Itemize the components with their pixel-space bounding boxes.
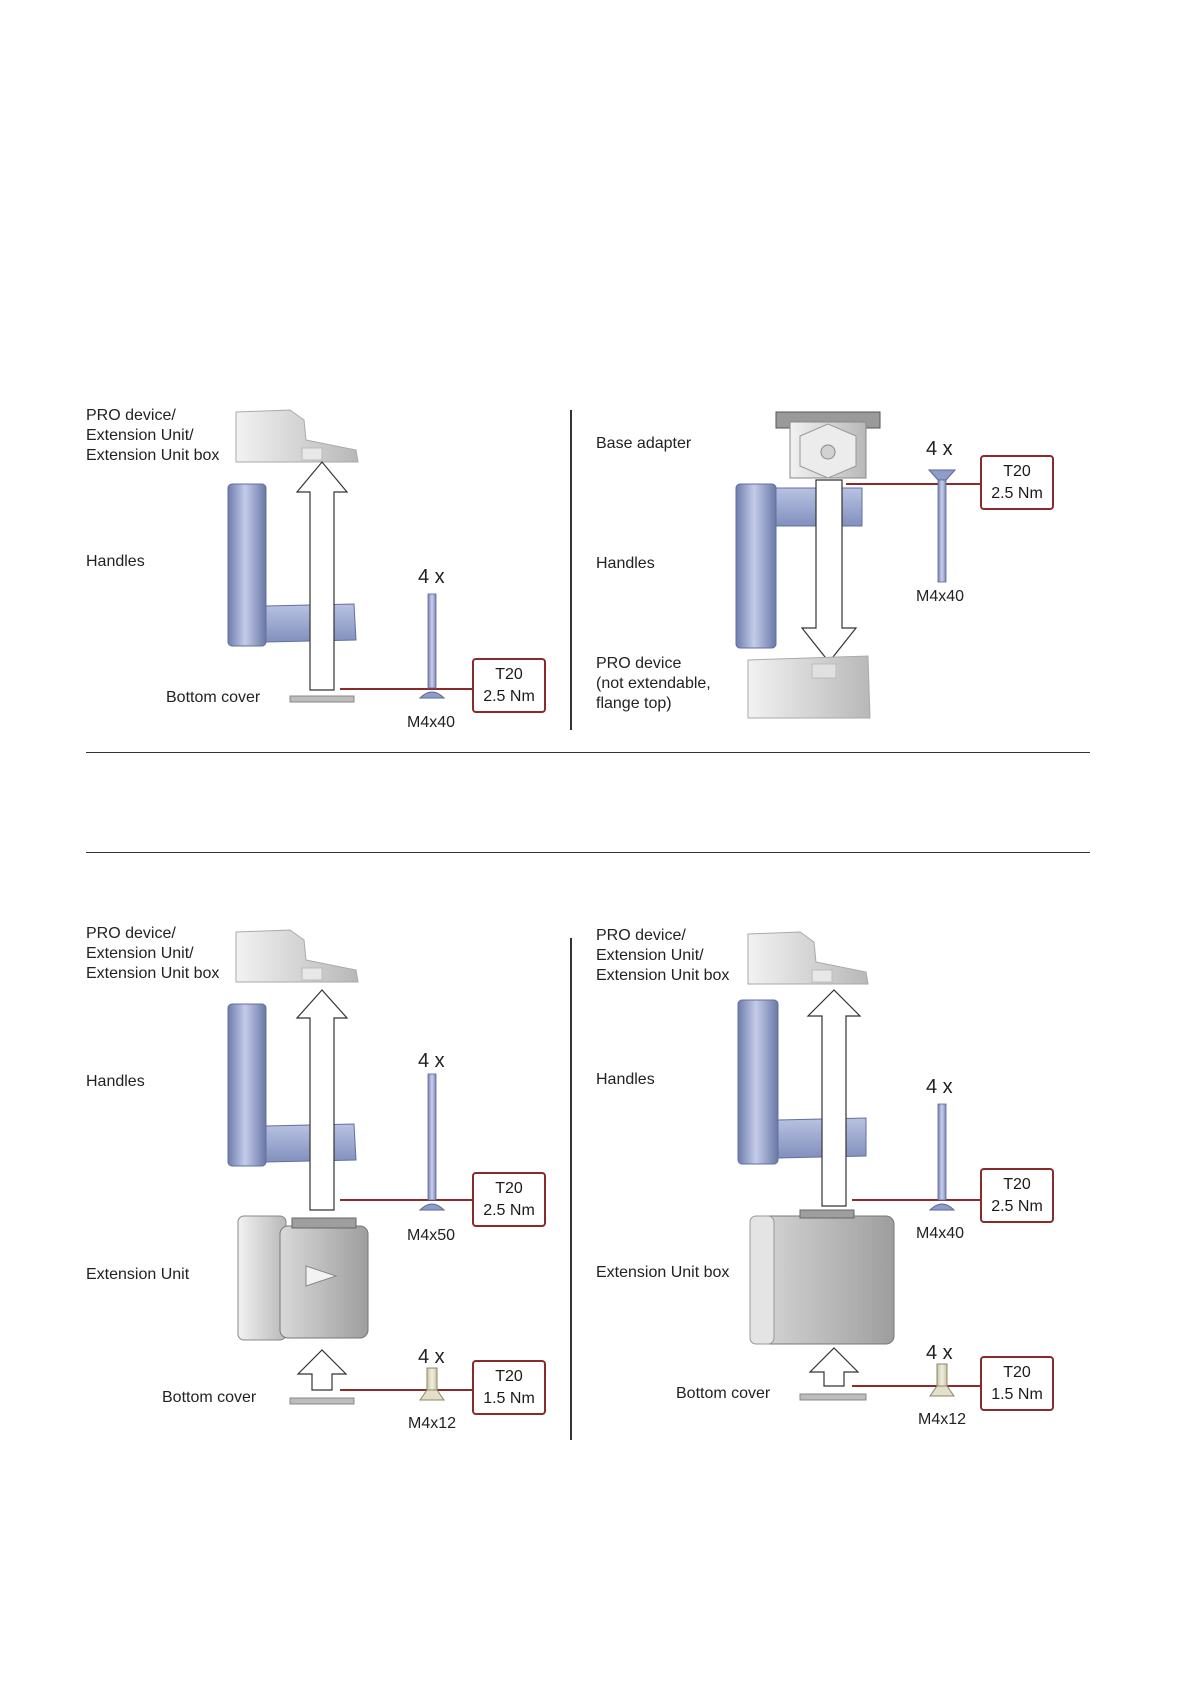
base-adapter-icon xyxy=(775,411,881,479)
torque-value: 2.5 Nm xyxy=(991,485,1043,502)
torque-tool: T20 xyxy=(495,1180,523,1197)
up-arrow-icon xyxy=(806,989,862,1207)
up-arrow-icon xyxy=(295,989,349,1211)
panel-3-quantity: 4 x xyxy=(418,1050,445,1072)
torque-tool: T20 xyxy=(495,1368,523,1385)
torque-tool: T20 xyxy=(1003,463,1031,480)
panel-4-bottom-label: Bottom cover xyxy=(676,1385,771,1402)
panel-4-torque-box-2: T20 1.5 Nm xyxy=(980,1356,1054,1411)
panel-2-handles-label: Handles xyxy=(596,555,655,572)
panel-2-torque-box: T20 2.5 Nm xyxy=(980,455,1054,510)
handle-icon xyxy=(735,483,863,649)
bottom-cover-icon xyxy=(799,1393,867,1401)
panel-4-top-label: PRO device/ Extension Unit/ Extension Un… xyxy=(596,927,730,984)
up-arrow-icon xyxy=(296,1349,348,1391)
panel-4-unit-label: Extension Unit box xyxy=(596,1264,730,1281)
torque-tool: T20 xyxy=(1003,1364,1031,1381)
device-icon xyxy=(747,655,871,719)
section-rule-2 xyxy=(86,852,1090,853)
screw-icon xyxy=(928,1103,956,1211)
panel-4-art xyxy=(737,931,982,1401)
screw-icon xyxy=(929,1363,955,1397)
panel-1-top-label: PRO device/ Extension Unit/ Extension Un… xyxy=(86,407,220,464)
screw-icon xyxy=(418,593,446,699)
panel-2-screw-label: M4x40 xyxy=(916,588,965,605)
panel-4-screw-label: M4x40 xyxy=(916,1225,965,1242)
panel-1-bottom-label: Bottom cover xyxy=(166,689,261,706)
panel-3-quantity-2: 4 x xyxy=(418,1346,445,1368)
bottom-cover-icon xyxy=(289,1397,355,1405)
panel-1-handles-label: Handles xyxy=(86,553,145,570)
section-rule-1 xyxy=(86,752,1090,753)
device-icon xyxy=(747,931,869,985)
extension-unit-icon xyxy=(237,1215,369,1341)
torque-tool: T20 xyxy=(495,666,523,683)
up-arrow-icon xyxy=(808,1347,860,1387)
torque-value: 2.5 Nm xyxy=(483,1202,535,1219)
device-icon xyxy=(235,929,359,983)
panel-3-bottom-label: Bottom cover xyxy=(162,1389,257,1406)
panel-3-handles-label: Handles xyxy=(86,1073,145,1090)
device-icon xyxy=(235,409,359,463)
panel-3-screw-label-2: M4x12 xyxy=(408,1415,457,1432)
panel-4-screw-label-2: M4x12 xyxy=(918,1411,967,1428)
panel-2-top-label: Base adapter xyxy=(596,435,692,452)
torque-value: 2.5 Nm xyxy=(483,688,535,705)
panel-3-screw-label: M4x50 xyxy=(407,1227,456,1244)
extension-unit-box-icon xyxy=(749,1209,895,1345)
up-arrow-icon xyxy=(295,461,349,691)
panel-1-quantity: 4 x xyxy=(418,566,445,588)
torque-tool: T20 xyxy=(1003,1176,1031,1193)
handle-icon xyxy=(737,999,867,1165)
panel-1-art xyxy=(227,409,472,703)
down-arrow-icon xyxy=(800,479,858,663)
panel-3-torque-box: T20 2.5 Nm xyxy=(472,1172,546,1227)
panel-3-torque-box-2: T20 1.5 Nm xyxy=(472,1360,546,1415)
torque-value: 2.5 Nm xyxy=(991,1198,1043,1215)
screw-icon xyxy=(927,469,957,583)
torque-value: 1.5 Nm xyxy=(483,1390,535,1407)
panel-4-quantity: 4 x xyxy=(926,1076,953,1098)
panel-4-quantity-2: 4 x xyxy=(926,1342,953,1364)
panel-2-art xyxy=(735,411,982,719)
bottom-cover-icon xyxy=(289,695,355,703)
panel-2-quantity: 4 x xyxy=(926,438,953,460)
panel-divider-top xyxy=(570,410,572,730)
panel-1-screw-label: M4x40 xyxy=(407,714,456,731)
panel-4-handles-label: Handles xyxy=(596,1071,655,1088)
handle-icon xyxy=(227,483,357,647)
torque-value: 1.5 Nm xyxy=(991,1386,1043,1403)
screw-icon xyxy=(418,1073,446,1211)
panel-3-art xyxy=(227,929,472,1405)
handle-icon xyxy=(227,1003,357,1167)
panel-2-bottom-label: PRO device (not extendable, flange top) xyxy=(596,655,711,712)
panel-divider-bottom xyxy=(570,938,572,1440)
screw-icon xyxy=(419,1367,445,1401)
panel-3-unit-label: Extension Unit xyxy=(86,1266,190,1283)
panel-4-torque-box: T20 2.5 Nm xyxy=(980,1168,1054,1223)
panel-3-top-label: PRO device/ Extension Unit/ Extension Un… xyxy=(86,925,220,982)
panel-1-torque-box: T20 2.5 Nm xyxy=(472,658,546,713)
